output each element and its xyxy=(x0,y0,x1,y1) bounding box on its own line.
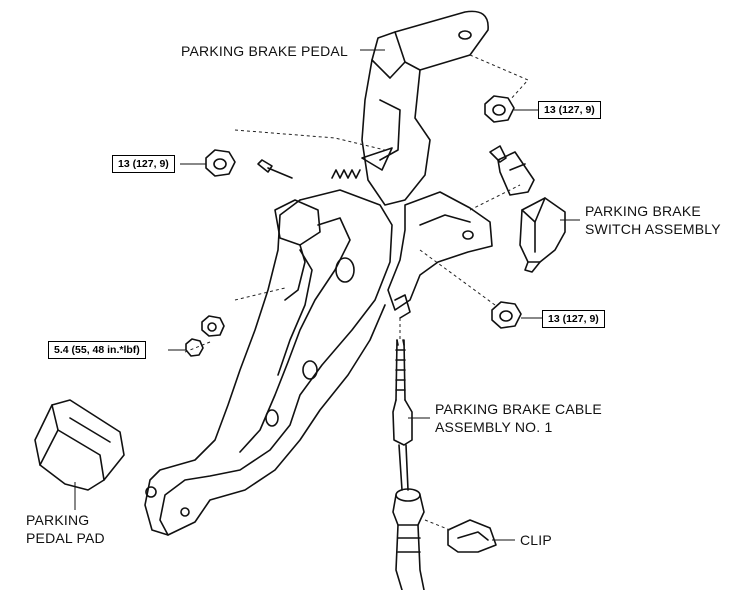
pedal-lever-inner-rib xyxy=(239,217,351,453)
return-spring xyxy=(331,169,361,179)
pedal-upper-hole xyxy=(458,30,472,40)
pedal-arm-hole-1 xyxy=(335,257,355,283)
parking-brake-cable xyxy=(392,339,425,590)
label-cable-line2: ASSEMBLY NO. 1 xyxy=(435,419,553,435)
washer-lower-left xyxy=(185,338,204,357)
mounting-plate-edge xyxy=(419,214,471,226)
pedal-bracket-inner xyxy=(371,59,406,79)
dash-line-5 xyxy=(234,287,286,301)
nut-upper-right xyxy=(484,95,515,123)
pedal-foot-hole-2 xyxy=(180,507,190,517)
nut-lower-left xyxy=(201,315,225,337)
torque-spec-upper-left: 13 (127, 9) xyxy=(112,155,175,173)
pedal-bracket-upper-plate xyxy=(361,10,489,206)
release-block-side xyxy=(284,244,306,301)
dash-line-4 xyxy=(419,249,496,306)
dash-line-1 xyxy=(469,54,529,101)
mounting-plate-right xyxy=(387,191,493,311)
cable-hook xyxy=(394,294,411,319)
brake-switch xyxy=(519,197,566,273)
label-parking-brake-pedal: PARKING BRAKE PEDAL xyxy=(181,43,348,59)
switch-connector xyxy=(489,145,535,196)
label-switch-line1: PARKING BRAKE xyxy=(585,203,701,219)
pivot-bolt xyxy=(257,159,293,179)
nut-lower-right xyxy=(491,301,522,329)
torque-spec-lower-left: 5.4 (55, 48 in.*lbf) xyxy=(48,341,146,359)
pedal-pad xyxy=(34,399,125,491)
label-clip: CLIP xyxy=(520,532,552,548)
release-block xyxy=(274,199,321,246)
dash-line-8 xyxy=(184,341,211,353)
mounting-plate-hole xyxy=(462,230,474,240)
cable-clip xyxy=(447,519,497,553)
label-pad-line2: PEDAL PAD xyxy=(26,530,105,546)
pedal-arm-hole-3 xyxy=(265,409,279,427)
pedal-arm-hole-2 xyxy=(302,360,318,380)
pedal-bracket-ridge xyxy=(394,31,421,71)
dash-line-7 xyxy=(424,519,451,531)
pedal-lever-inner-rib2 xyxy=(277,249,313,376)
label-cable-line1: PARKING BRAKE CABLE xyxy=(435,401,602,417)
pedal-bracket-slot xyxy=(361,147,393,171)
nut-upper-left xyxy=(205,149,236,177)
pedal-foot-hole xyxy=(145,486,157,498)
dash-line-2 xyxy=(234,129,386,151)
pedal-lever-arm-outer xyxy=(144,199,301,536)
pedal-lever-arm xyxy=(159,189,393,536)
label-pad-line1: PARKING xyxy=(26,512,90,528)
label-switch-line2: SWITCH ASSEMBLY xyxy=(585,221,721,237)
torque-spec-lower-right: 13 (127, 9) xyxy=(542,310,605,328)
torque-spec-upper-right: 13 (127, 9) xyxy=(538,101,601,119)
dash-line-3 xyxy=(469,184,521,211)
